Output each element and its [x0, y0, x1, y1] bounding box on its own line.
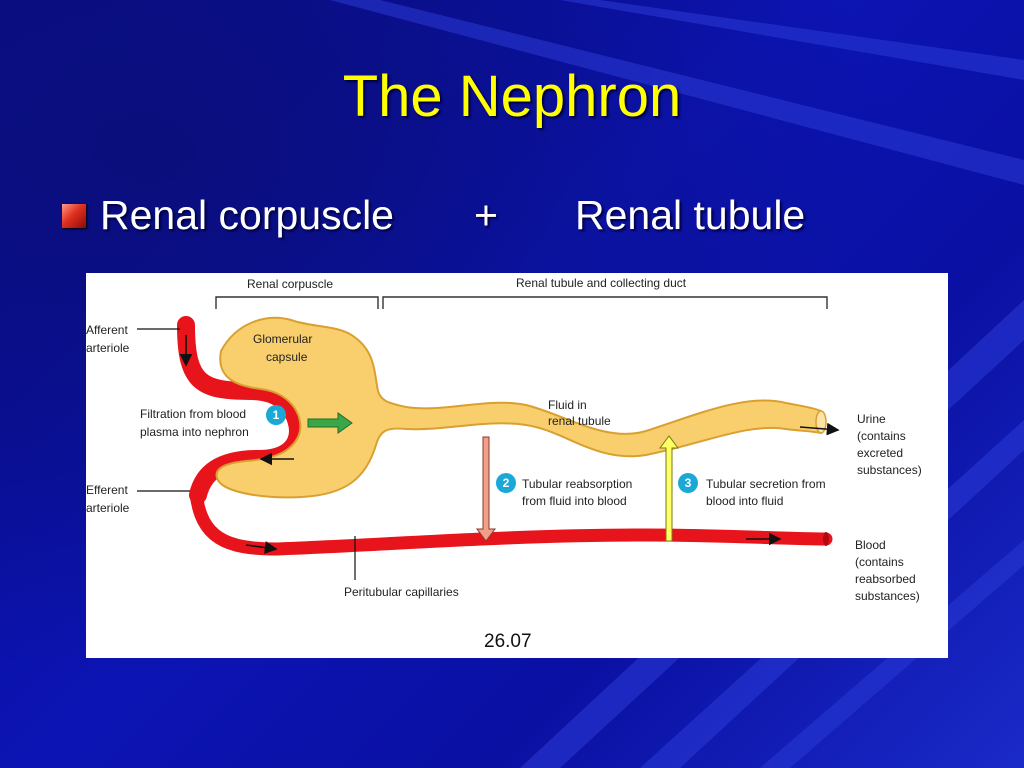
urine-label-line2: (contains [857, 429, 906, 443]
fluid-label-line2: renal tubule [548, 414, 611, 428]
step-1-badge [266, 405, 286, 425]
step-2-badge [496, 473, 516, 493]
renal-corpuscle-label: Renal corpuscle [247, 277, 334, 291]
corpuscle-bracket [215, 296, 379, 309]
afferent-label-line1: Afferent [86, 323, 128, 337]
glomerular-label-line1: Glomerular [253, 332, 313, 346]
square-bullet-icon [62, 204, 86, 228]
reabsorption-label-line2: from fluid into blood [522, 494, 627, 508]
nephron-figure: 1 2 3 Renal corpuscle Renal tubule and c… [86, 273, 948, 658]
blood-label-line4: substances) [855, 589, 920, 603]
urine-label-line1: Urine [857, 412, 886, 426]
blood-vessel-opening [823, 532, 829, 546]
bullet-part-renal-corpuscle: Renal corpuscle [100, 192, 394, 238]
nephron-tubule [215, 316, 822, 499]
glomerular-vessel [177, 316, 308, 504]
bullet-item: Renal corpuscle + Renal tubule [60, 190, 960, 240]
peritubular-capillaries-label: Peritubular capillaries [344, 585, 459, 599]
efferent-label-line1: Efferent [86, 483, 128, 497]
bullet-plus-operator: + [474, 192, 498, 238]
secretion-label-line1: Tubular secretion from [706, 477, 826, 491]
blood-label-line1: Blood [855, 538, 886, 552]
step-3-number: 3 [685, 476, 692, 490]
tubule-collecting-duct-label: Renal tubule and collecting duct [516, 276, 687, 290]
reabsorption-label-line1: Tubular reabsorption [522, 477, 633, 491]
tubule-bracket [382, 296, 828, 309]
figure-number: 26.07 [484, 631, 532, 652]
efferent-flow-arrow [245, 541, 278, 554]
urine-label-line4: substances) [857, 463, 922, 477]
secretion-arrow [659, 435, 679, 542]
bullet-part-renal-tubule: Renal tubule [575, 192, 806, 238]
blood-label-line2: (contains [855, 555, 904, 569]
filtration-arrow [307, 412, 353, 434]
urine-out-arrow [799, 422, 840, 436]
afferent-label-line2: arteriole [86, 341, 130, 355]
step-2-number: 2 [503, 476, 510, 490]
filtration-label-line1: Filtration from blood [140, 407, 247, 421]
nephron-drawing: 1 2 3 [137, 296, 840, 580]
efferent-label-line2: arteriole [86, 501, 130, 515]
glomerular-label-line2: capsule [266, 350, 308, 364]
filtration-label-line2: plasma into nephron [140, 425, 249, 439]
step-1-number: 1 [273, 408, 280, 422]
step-3-badge [678, 473, 698, 493]
tubule-opening [815, 410, 827, 434]
peritubular-capillary [189, 486, 833, 556]
slide-title: The Nephron [342, 64, 682, 129]
blood-label-line3: reabsorbed [855, 572, 916, 586]
fluid-label-line1: Fluid in [548, 398, 587, 412]
reabsorption-arrow [476, 436, 496, 542]
urine-label-line3: excreted [857, 446, 904, 460]
secretion-label-line2: blood into fluid [706, 494, 784, 508]
